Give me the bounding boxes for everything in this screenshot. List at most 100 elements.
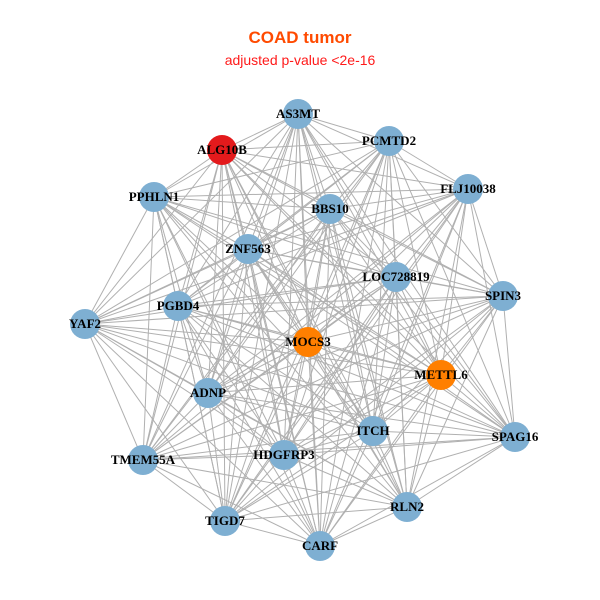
- node-carf: CARF: [302, 531, 338, 561]
- edge-AS3MT-TIGD7: [224, 113, 299, 522]
- edge-SPIN3-TMEM55A: [142, 295, 504, 461]
- node-label: METTL6: [414, 367, 468, 382]
- node-hdgfrp3: HDGFRP3: [253, 440, 315, 470]
- edge-ADNP-TMEM55A: [142, 392, 209, 461]
- node-circle: [488, 281, 518, 311]
- edge-METTL6-SPAG16: [440, 374, 516, 438]
- node-circle: [233, 234, 263, 264]
- edge-PGBD4-ITCH: [177, 305, 374, 432]
- edge-YAF2-ITCH: [84, 323, 374, 432]
- edge-PCMTD2-YAF2: [84, 140, 390, 325]
- edge-LOC728819-TIGD7: [224, 276, 397, 522]
- node-loc728819: LOC728819: [362, 262, 430, 292]
- edge-FLJ10038-BBS10: [329, 188, 469, 210]
- edge-LOC728819-SPIN3: [395, 276, 504, 297]
- node-circle: [500, 422, 530, 452]
- edge-ZNF563-PGBD4: [177, 248, 249, 307]
- edge-SPIN3-PGBD4: [177, 295, 504, 307]
- edge-ZNF563-YAF2: [84, 248, 249, 325]
- node-label: ADNP: [190, 385, 226, 400]
- edge-ZNF563-TMEM55A: [142, 248, 249, 461]
- edge-FLJ10038-TMEM55A: [142, 188, 469, 461]
- edge-PPHLN1-LOC728819: [153, 196, 397, 278]
- node-pphln1: PPHLN1: [129, 182, 180, 212]
- edge-SPIN3-SPAG16: [502, 295, 516, 438]
- edge-ZNF563-HDGFRP3: [247, 248, 285, 456]
- edge-ZNF563-ADNP: [207, 248, 249, 394]
- edge-YAF2-METTL6: [84, 323, 442, 376]
- node-label: MOCS3: [285, 334, 331, 349]
- node-circle: [426, 360, 456, 390]
- edge-RLN2-TIGD7: [224, 506, 408, 522]
- edge-SPAG16-TIGD7: [224, 436, 516, 522]
- edge-PGBD4-YAF2: [84, 305, 179, 325]
- edge-FLJ10038-LOC728819: [395, 188, 469, 278]
- edge-ALG10B-LOC728819: [221, 149, 397, 278]
- node-circle: [315, 194, 345, 224]
- edge-SPIN3-CARF: [319, 295, 504, 547]
- edge-FLJ10038-SPAG16: [467, 188, 516, 438]
- node-bbs10: BBS10: [311, 194, 349, 224]
- edge-PPHLN1-FLJ10038: [153, 188, 469, 198]
- edge-SPIN3-YAF2: [84, 295, 504, 325]
- node-circle: [293, 327, 323, 357]
- node-circle: [392, 492, 422, 522]
- node-label: SPAG16: [492, 429, 539, 444]
- edge-FLJ10038-ADNP: [207, 188, 469, 394]
- node-layer: AS3MTALG10BPCMTD2PPHLN1FLJ10038BBS10ZNF5…: [69, 99, 539, 561]
- edge-YAF2-CARF: [84, 323, 321, 547]
- node-circle: [70, 309, 100, 339]
- edge-TIGD7-CARF: [224, 520, 321, 547]
- edge-ZNF563-METTL6: [247, 248, 442, 376]
- edge-SPAG16-CARF: [319, 436, 516, 547]
- edge-BBS10-ITCH: [329, 208, 374, 432]
- node-circle: [210, 506, 240, 536]
- edge-AS3MT-TMEM55A: [142, 113, 299, 461]
- node-tigd7: TIGD7: [205, 506, 245, 536]
- node-circle: [128, 445, 158, 475]
- edge-ALG10B-FLJ10038: [221, 149, 469, 190]
- edge-PPHLN1-BBS10: [153, 196, 331, 210]
- edge-HDGFRP3-RLN2: [283, 454, 408, 508]
- node-label: ITCH: [356, 423, 389, 438]
- edge-PGBD4-ADNP: [177, 305, 209, 394]
- edge-PGBD4-SPAG16: [177, 305, 516, 438]
- edge-MOCS3-TMEM55A: [142, 341, 309, 461]
- edge-PCMTD2-TMEM55A: [142, 140, 390, 461]
- edge-YAF2-TIGD7: [84, 323, 226, 522]
- edge-ITCH-HDGFRP3: [283, 430, 374, 456]
- edge-PPHLN1-HDGFRP3: [153, 196, 285, 456]
- edge-METTL6-CARF: [319, 374, 442, 547]
- edge-ITCH-TMEM55A: [142, 430, 374, 461]
- edge-SPAG16-HDGFRP3: [283, 436, 516, 456]
- edge-PCMTD2-METTL6: [388, 140, 442, 376]
- edge-MOCS3-TIGD7: [224, 341, 309, 522]
- edge-ITCH-SPAG16: [372, 430, 516, 438]
- edge-MOCS3-ADNP: [207, 341, 309, 394]
- edge-SPIN3-METTL6: [440, 295, 504, 376]
- edge-SPIN3-MOCS3: [307, 295, 504, 343]
- edge-YAF2-HDGFRP3: [84, 323, 285, 456]
- edge-FLJ10038-SPIN3: [467, 188, 504, 297]
- edge-BBS10-SPAG16: [329, 208, 516, 438]
- edge-PPHLN1-METTL6: [153, 196, 442, 376]
- edge-LOC728819-ITCH: [372, 276, 397, 432]
- node-label: PPHLN1: [129, 189, 180, 204]
- edge-ZNF563-SPAG16: [247, 248, 516, 438]
- edge-LOC728819-METTL6: [395, 276, 442, 376]
- edge-BBS10-RLN2: [329, 208, 408, 508]
- node-rln2: RLN2: [390, 492, 424, 522]
- node-label: LOC728819: [362, 269, 430, 284]
- node-label: TMEM55A: [111, 452, 176, 467]
- edge-TMEM55A-RLN2: [142, 459, 408, 508]
- edge-ITCH-TIGD7: [224, 430, 374, 522]
- edge-PCMTD2-ADNP: [207, 140, 390, 394]
- edge-PGBD4-RLN2: [177, 305, 408, 508]
- edge-AS3MT-BBS10: [297, 113, 331, 210]
- node-alg10b: ALG10B: [197, 135, 247, 165]
- edge-HDGFRP3-TMEM55A: [142, 454, 285, 461]
- edge-SPIN3-TIGD7: [224, 295, 504, 522]
- node-circle: [453, 174, 483, 204]
